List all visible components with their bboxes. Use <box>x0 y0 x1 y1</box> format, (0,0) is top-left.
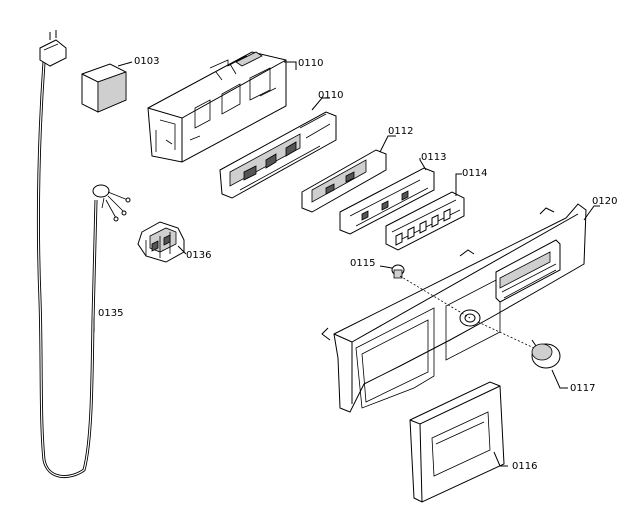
front-panel-0120 <box>321 203 587 413</box>
label-0115: 0115 <box>350 258 375 269</box>
circuit-board <box>219 111 337 199</box>
housing-0110 <box>147 51 287 163</box>
label-0114: 0114 <box>462 168 487 179</box>
part-0112 <box>301 149 387 213</box>
label-0110: 0110 <box>298 58 323 69</box>
drawer-panel-0116 <box>409 381 505 503</box>
label-0103: 0103 <box>134 56 159 67</box>
label-0117: 0117 <box>570 383 595 394</box>
part-0136 <box>137 221 185 263</box>
part-0113 <box>339 167 435 235</box>
label-0135: 0135 <box>98 308 123 319</box>
label-0110-b: 0110 <box>318 90 343 101</box>
part-0114 <box>385 191 465 251</box>
label-0113: 0113 <box>421 152 446 163</box>
label-0136: 0136 <box>186 250 211 261</box>
part-0103 <box>81 63 127 113</box>
knob-0117 <box>531 339 561 369</box>
label-0116: 0116 <box>512 461 537 472</box>
part-0115 <box>391 264 405 279</box>
label-0112: 0112 <box>388 126 413 137</box>
label-0120: 0120 <box>592 196 617 207</box>
power-cable-0135 <box>36 30 131 479</box>
